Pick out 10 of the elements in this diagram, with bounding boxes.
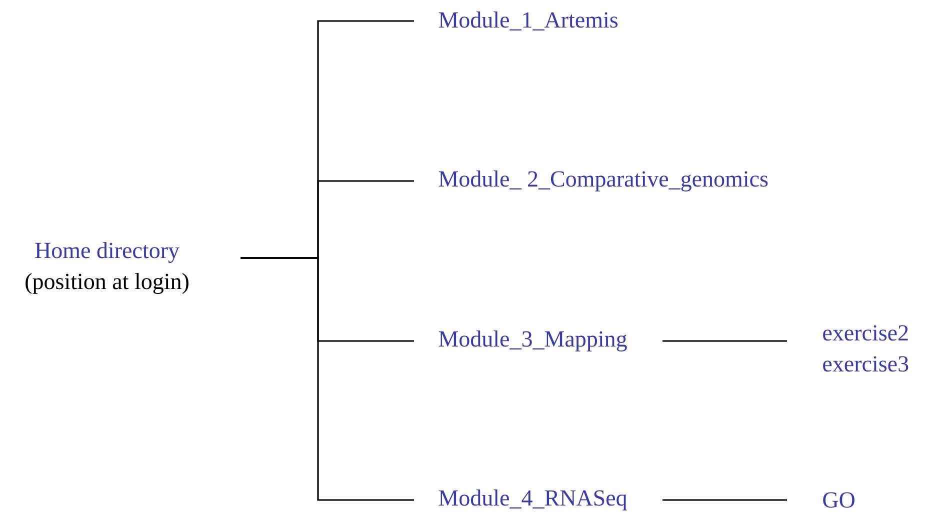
connector-line — [662, 499, 787, 501]
connector-line — [662, 340, 787, 342]
folder-label: Module_4_RNASeq — [438, 490, 627, 510]
folder-label: Module_3_Mapping — [438, 330, 627, 352]
folder-label: GO — [823, 492, 854, 508]
directory-label: Home directory (position at login) — [26, 242, 188, 294]
folder-list: exercise2 exercise3 — [823, 325, 908, 372]
folder-label: Module_ 2_Comparative_genomics — [438, 170, 768, 192]
folder-label: Module_1_Artemis — [438, 12, 618, 30]
connector-line — [240, 257, 414, 501]
